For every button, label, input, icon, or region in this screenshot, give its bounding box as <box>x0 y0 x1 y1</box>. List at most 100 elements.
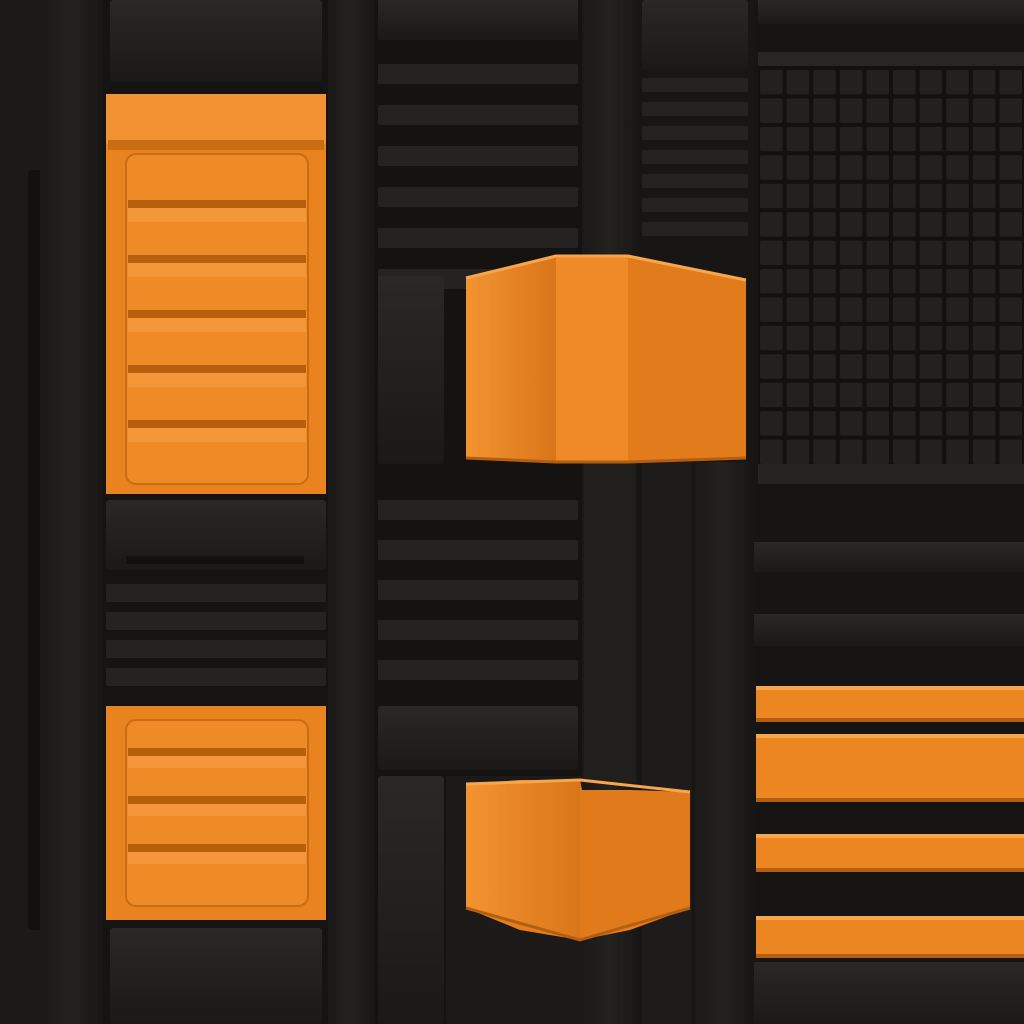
col-a-mid-block <box>106 500 326 570</box>
grid-cell <box>866 382 889 408</box>
dark-slat <box>378 228 578 248</box>
right-dark-bar-1 <box>754 542 1024 572</box>
vent-upper-slats <box>128 200 306 442</box>
grid-cell <box>866 126 889 152</box>
grid-cell <box>972 325 996 351</box>
dark-slat <box>378 64 578 84</box>
grid-cell <box>893 240 916 265</box>
grid-cell <box>839 382 863 408</box>
grid-cell <box>919 183 943 209</box>
grid-cell <box>813 240 836 265</box>
grid-cell <box>919 155 943 180</box>
grid-cell <box>919 98 943 123</box>
dark-slat <box>378 660 578 680</box>
grid-cell <box>839 70 863 95</box>
grid-cell <box>972 297 996 322</box>
grid-cell <box>813 269 836 294</box>
orange-bar <box>756 834 1024 872</box>
orange-hex-block-lower <box>465 778 691 942</box>
grid-cell <box>999 155 1022 180</box>
dark-slat <box>642 78 748 92</box>
grid-cell <box>972 354 996 379</box>
grid-cell <box>760 269 783 294</box>
grid-cell <box>946 240 969 265</box>
grid-cell <box>813 155 836 180</box>
orange-vent-panel-lower <box>106 706 326 920</box>
grid-cell <box>786 439 810 464</box>
dark-slat <box>378 580 578 600</box>
dark-slat <box>378 187 578 207</box>
grid-cell <box>893 70 916 95</box>
grid-cell <box>813 98 836 123</box>
grid-cell <box>946 354 969 379</box>
col-c-top-block <box>642 0 748 70</box>
grid-cell <box>786 98 810 123</box>
grid-cell <box>760 382 783 408</box>
grid-cell <box>839 325 863 351</box>
orange-bar-highlight <box>756 834 1024 838</box>
grid-cell <box>839 354 863 379</box>
grid-cell <box>893 98 916 123</box>
col-a-dark-slats <box>106 584 326 686</box>
grid-cell <box>999 212 1022 237</box>
grid-cell <box>866 240 889 265</box>
grid-cell <box>946 382 969 408</box>
grid-cell <box>839 269 863 294</box>
grid-cell <box>866 411 889 436</box>
col-a-top-block <box>110 0 322 82</box>
vent-slat-groove <box>128 796 306 804</box>
grid-cell <box>866 70 889 95</box>
vent-slat <box>128 373 306 387</box>
grid-cell <box>972 240 996 265</box>
dark-slat <box>378 620 578 640</box>
grid-cell <box>919 382 943 408</box>
vent-slat <box>128 428 306 442</box>
grid-cell <box>760 155 783 180</box>
orange-bar <box>756 734 1024 802</box>
grid-cell <box>972 439 996 464</box>
grid-cell <box>760 411 783 436</box>
grid-cell <box>893 126 916 152</box>
grid-cell <box>946 155 969 180</box>
grid-cell <box>999 439 1022 464</box>
vent-slat <box>128 318 306 332</box>
left-edge-groove <box>28 170 42 930</box>
grid-cell <box>919 269 943 294</box>
grid-cell <box>839 297 863 322</box>
vent-slat <box>128 263 306 277</box>
vent-slat <box>128 756 306 768</box>
right-bottom-block <box>754 962 1024 1024</box>
grid-cell <box>786 155 810 180</box>
right-top-bar <box>758 0 1024 24</box>
vent-slat <box>128 804 306 816</box>
dark-slat <box>106 584 326 602</box>
grid-cell <box>972 212 996 237</box>
grid-cell <box>760 240 783 265</box>
grid-cell <box>786 183 810 209</box>
right-orange-bars <box>756 686 1024 958</box>
grid-cell <box>919 297 943 322</box>
dark-slat <box>378 146 578 166</box>
orange-bar-highlight <box>756 686 1024 690</box>
dark-slat <box>106 612 326 630</box>
grid-cell <box>972 382 996 408</box>
grid-cell <box>972 70 996 95</box>
col-c-slats <box>642 78 748 236</box>
vent-slat-groove <box>128 844 306 852</box>
grid-cell <box>972 269 996 294</box>
right-dark-bar-2 <box>754 614 1024 646</box>
grid-cell <box>999 269 1022 294</box>
dark-slat <box>378 540 578 560</box>
grid-cell <box>786 70 810 95</box>
pillar-center-lower <box>584 462 636 782</box>
grid-cell <box>972 183 996 209</box>
grid-cell <box>946 325 969 351</box>
grid-cell <box>786 240 810 265</box>
grid-cell <box>786 354 810 379</box>
orange-vent-panel-upper <box>106 94 326 494</box>
col-a-mid-slot <box>126 556 304 564</box>
grid-cell <box>839 183 863 209</box>
grid-cell <box>839 240 863 265</box>
grid-cell <box>999 411 1022 436</box>
